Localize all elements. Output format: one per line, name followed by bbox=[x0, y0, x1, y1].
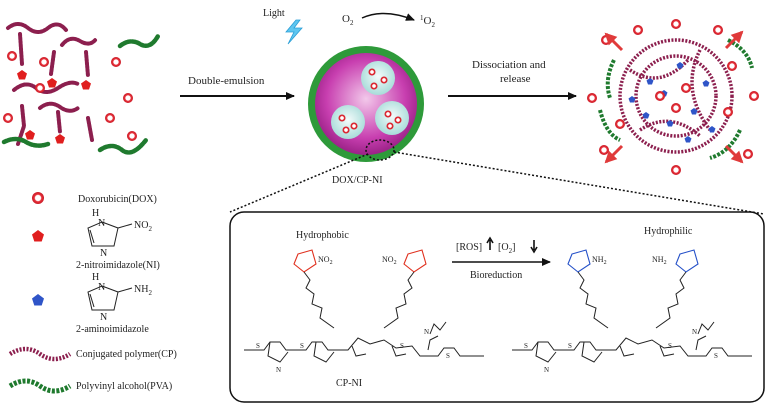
release-label-line2: release bbox=[500, 73, 531, 85]
legend-cp: Conjugated polymer(CP) bbox=[76, 349, 177, 360]
pyrazine-n: N bbox=[544, 366, 549, 374]
legend-dox: Doxorubicin(DOX) bbox=[78, 194, 157, 205]
ai-h-label: H bbox=[92, 272, 99, 283]
chemistry-inset: Hydrophobic Hydrophilic [ROS] [O2] Biore… bbox=[229, 211, 765, 403]
o2-label: O2 bbox=[342, 13, 354, 27]
cp-chain bbox=[38, 101, 80, 113]
cp-chain bbox=[56, 110, 62, 134]
ni-h-label: H bbox=[92, 208, 99, 219]
lightning-icon bbox=[285, 19, 303, 45]
raw-components-cluster bbox=[1, 22, 161, 155]
thiophene-s: S bbox=[400, 342, 404, 350]
ni-structure bbox=[87, 221, 133, 247]
cp-chain bbox=[12, 80, 80, 94]
ai-n-label: N bbox=[98, 282, 105, 293]
dissociated-particle bbox=[587, 19, 759, 175]
cp-chain bbox=[60, 36, 98, 47]
particle-label: DOX/CP-NI bbox=[332, 175, 383, 186]
hydrophobic-label: Hydrophobic bbox=[296, 230, 349, 241]
thiophene-s: S bbox=[524, 342, 528, 350]
legend-ni: 2-nitroimidazole(NI) bbox=[76, 260, 160, 271]
ni-markers bbox=[17, 70, 91, 144]
pva-chain bbox=[117, 33, 161, 49]
double-emulsion-label: Double-emulsion bbox=[188, 75, 265, 87]
triazole-n: N bbox=[424, 328, 429, 336]
singlet-oxygen-label: 1O2 bbox=[420, 14, 435, 29]
pva-chain bbox=[97, 137, 149, 155]
legend-ai: 2-aminoimidazole bbox=[76, 324, 149, 335]
cp-chain bbox=[49, 50, 56, 76]
ros-label: [ROS] bbox=[456, 242, 482, 253]
zoom-region bbox=[365, 139, 395, 161]
cp-amino-structure: NH2 NH2 S S S S N N bbox=[512, 249, 752, 374]
pva-chain bbox=[1, 136, 51, 148]
light-source: Light bbox=[263, 8, 303, 45]
legend-pva: Polyvinyl alcohol(PVA) bbox=[76, 381, 172, 392]
dox-cp-ni-particle bbox=[308, 46, 424, 162]
release-label-line1: Dissociation and bbox=[472, 59, 546, 71]
ai-n2-label: N bbox=[100, 312, 107, 323]
pyrazine-n: N bbox=[276, 366, 281, 374]
zoom-line-right bbox=[393, 151, 765, 215]
thiophene-s: S bbox=[256, 342, 260, 350]
thiophene-s: S bbox=[668, 342, 672, 350]
hydrophilic-label: Hydrophilic bbox=[644, 226, 693, 237]
thiophene-s: S bbox=[568, 342, 572, 350]
inner-vesicle bbox=[331, 105, 365, 139]
oxygen-conversion: O2 1O2 bbox=[342, 12, 435, 29]
cp-chain bbox=[86, 116, 94, 142]
dox-legend-icon bbox=[32, 192, 44, 204]
ai-structure bbox=[87, 285, 133, 311]
thiophene-s: S bbox=[714, 352, 718, 360]
bioreduction-label: Bioreduction bbox=[470, 270, 522, 281]
inner-vesicle bbox=[361, 61, 395, 95]
pva-legend-icon bbox=[8, 378, 72, 394]
amino-group-left: NH2 bbox=[592, 255, 607, 266]
legend: Doxorubicin(DOX) H N NO2 N 2-nitroimidaz… bbox=[8, 192, 177, 394]
ai-legend-icon bbox=[32, 294, 44, 306]
zoom-line-left bbox=[229, 153, 369, 213]
inner-vesicle bbox=[375, 101, 409, 135]
cp-ni-label: CP-NI bbox=[336, 378, 362, 389]
ni-n2-label: N bbox=[100, 248, 107, 259]
dox-molecules bbox=[3, 51, 137, 141]
triazole-n: N bbox=[692, 328, 697, 336]
ai-nh2-label: NH2 bbox=[134, 284, 152, 297]
cp-legend-icon bbox=[8, 346, 72, 362]
ni-n-label: N bbox=[98, 218, 105, 229]
o2-cond-label: [O2] bbox=[498, 242, 515, 255]
thiophene-s: S bbox=[300, 342, 304, 350]
bioreduction-arrow: [ROS] [O2] Bioreduction bbox=[452, 236, 551, 281]
light-label: Light bbox=[263, 8, 285, 19]
ni-legend-icon bbox=[32, 230, 44, 242]
cp-chain bbox=[84, 50, 90, 78]
nitro-group-right: NO2 bbox=[382, 255, 397, 266]
ni-no2-label: NO2 bbox=[134, 220, 152, 233]
cp-ni-structure: NO2 NO2 S S S S N N CP-NI bbox=[244, 249, 484, 389]
cp-chain bbox=[6, 22, 68, 34]
nitro-group-left: NO2 bbox=[318, 255, 333, 266]
cp-chain bbox=[18, 32, 24, 66]
amino-group-right: NH2 bbox=[652, 255, 667, 266]
thiophene-s: S bbox=[446, 352, 450, 360]
